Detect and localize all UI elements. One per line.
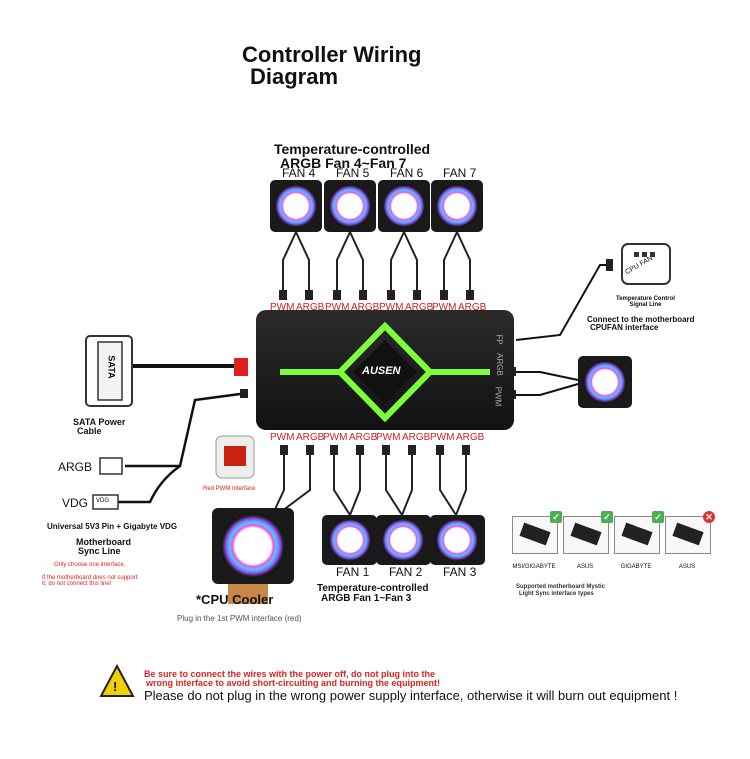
title-line-2: Diagram: [250, 64, 339, 89]
warning-triangle: [99, 663, 135, 697]
header-pins-icon: [672, 522, 704, 546]
fan-3-label: FAN 3: [443, 565, 477, 579]
no-support-line-2: it, do not connect this line!: [42, 581, 112, 587]
sata-label-line-1: SATA Power: [73, 417, 126, 427]
top-group-label: Temperature-controlled ARGB Fan 4~Fan 7: [274, 142, 430, 170]
header-pins-icon: [519, 522, 551, 546]
bottom-port-argb-3: ARGB: [402, 432, 431, 443]
diagram-title: Controller Wiring Diagram: [242, 44, 421, 88]
sata-label: SATA Power Cable: [73, 418, 125, 436]
mb-types-caption-1: Supported motherboard Mystic: [516, 584, 606, 590]
argb-plug: [99, 457, 123, 475]
connect-mb-note: Connect to the motherboard CPUFAN interf…: [587, 316, 695, 332]
connect-mb-line-2: CPUFAN interface: [590, 323, 659, 332]
fan-1-label: FAN 1: [336, 565, 370, 579]
warning-block: Be sure to connect the wires with the po…: [144, 669, 678, 704]
cross-icon: ✕: [703, 511, 715, 523]
bottom-group-line-2: ARGB Fan 1~Fan 3: [321, 593, 412, 604]
vdg-plug: [92, 494, 119, 510]
bottom-port-pwm-1: PWM: [270, 432, 295, 443]
top-port-argb-2: ARGB: [351, 302, 380, 313]
mb-type-label: MSI/GIGABYTE: [512, 564, 556, 570]
top-port-pwm-4: PWM: [432, 302, 457, 313]
vdg-connector-text: VDG: [96, 498, 110, 504]
top-port-pwm-2: PWM: [325, 302, 350, 313]
hub-pwm-label: PWM: [493, 386, 503, 407]
bottom-port-argb-1: ARGB: [296, 432, 325, 443]
check-icon: ✓: [652, 511, 664, 523]
mb-types-caption: Supported motherboard Mystic Light Sync …: [516, 584, 605, 598]
universal-note: Universal 5V3 Pin + Gigabyte VDG: [47, 522, 178, 531]
top-fan-shapes: [270, 180, 483, 232]
bottom-connectors: [280, 445, 470, 455]
cpu-cooler-label: *CPU Cooler: [196, 592, 274, 607]
cpu-cooler-note: Plug in the 1st PWM interface (red): [177, 614, 302, 623]
mb-type-label: ASUS: [678, 564, 696, 570]
warning-line-1: Be sure to connect the wires with the po…: [144, 669, 436, 679]
temp-signal-note: Temperature Control Signal Line: [616, 296, 675, 308]
sata-plug-red: [234, 358, 248, 376]
cpu-cooler-shape: [212, 508, 294, 604]
fan-6-label: FAN 6: [390, 166, 424, 180]
bottom-port-pwm-4: PWM: [430, 432, 455, 443]
top-fan-cables: [282, 231, 471, 290]
mb-type-tile: ✓: [563, 511, 613, 554]
title-line-1: Controller Wiring: [242, 42, 422, 67]
fan-2-label: FAN 2: [389, 565, 423, 579]
mb-type-tile: ✓: [512, 511, 562, 554]
red-pwm-note: Red PWM Interface: [203, 486, 256, 492]
warning-exclamation-icon: !: [113, 679, 118, 694]
top-connectors: [279, 290, 474, 300]
vdg-label: VDG: [62, 496, 89, 510]
argb-label: ARGB: [58, 460, 93, 474]
bottom-port-argb-4: ARGB: [456, 432, 485, 443]
check-icon: ✓: [550, 511, 562, 523]
temp-signal-line-2: Signal Line: [629, 302, 662, 308]
connect-mb-line-1: Connect to the motherboard: [587, 315, 695, 324]
fan-4-label: FAN 4: [282, 166, 316, 180]
bottom-port-argb-2: ARGB: [349, 432, 378, 443]
top-port-argb-1: ARGB: [296, 302, 325, 313]
warning-line-3: Please do not plug in the wrong power su…: [144, 688, 678, 703]
top-port-pwm-3: PWM: [379, 302, 404, 313]
bottom-fan-cables: [269, 455, 467, 521]
hub-argb-label: ARGB: [494, 353, 504, 376]
bottom-group-line-1: Temperature-controlled: [317, 583, 429, 594]
top-group-line-1: Temperature-controlled: [274, 141, 431, 157]
sata-label-line-2: Cable: [77, 426, 102, 436]
mb-type-label: GIGABYTE: [620, 564, 652, 570]
choose-note: Only choose one interface,: [54, 562, 126, 568]
mb-sync-label: Motherboard Sync Line: [76, 538, 131, 556]
sata-connector-text: SATA: [106, 355, 117, 379]
top-port-argb-3: ARGB: [405, 302, 434, 313]
mb-type-tile: ✓: [614, 511, 664, 554]
bottom-port-pwm-2: PWM: [323, 432, 348, 443]
fan-5-label: FAN 5: [336, 166, 370, 180]
sata-connector-shape: [85, 335, 133, 407]
mb-type-tile: ✕: [665, 511, 715, 554]
bottom-group-label: Temperature-controlled ARGB Fan 1~Fan 3: [317, 584, 429, 604]
hub-diamond: [335, 321, 435, 423]
mb-types-row: ✓ MSI/GIGABYTE ✓ ASUS ✓ GIGABYTE ✕ ASUS: [512, 511, 718, 572]
hub-fp-label: FP: [494, 334, 504, 345]
no-support-note: If the motherboard does not support it, …: [42, 575, 137, 587]
mb-types-caption-2: Light Sync interface types: [519, 591, 594, 597]
temp-signal-line-1: Temperature Control: [616, 296, 675, 302]
bottom-fan-shapes: [322, 515, 485, 565]
top-port-argb-4: ARGB: [458, 302, 487, 313]
fan-7-label: FAN 7: [443, 166, 477, 180]
top-group-line-2: ARGB Fan 4~Fan 7: [280, 155, 407, 171]
header-pins-icon: [621, 522, 653, 546]
mb-type-label: ASUS: [576, 564, 594, 570]
mb-sync-line-2: Sync Line: [78, 546, 121, 556]
top-port-pwm-1: PWM: [270, 302, 295, 313]
check-icon: ✓: [601, 511, 613, 523]
mb-sync-line-1: Motherboard: [76, 537, 131, 547]
hub-logo: AUSEN: [362, 365, 401, 377]
warning-line-2: wrong interface to avoid short-circuitin…: [146, 678, 441, 688]
bottom-port-pwm-3: PWM: [376, 432, 401, 443]
header-pins-icon: [570, 522, 602, 546]
no-support-line-1: If the motherboard does not support: [42, 575, 138, 581]
